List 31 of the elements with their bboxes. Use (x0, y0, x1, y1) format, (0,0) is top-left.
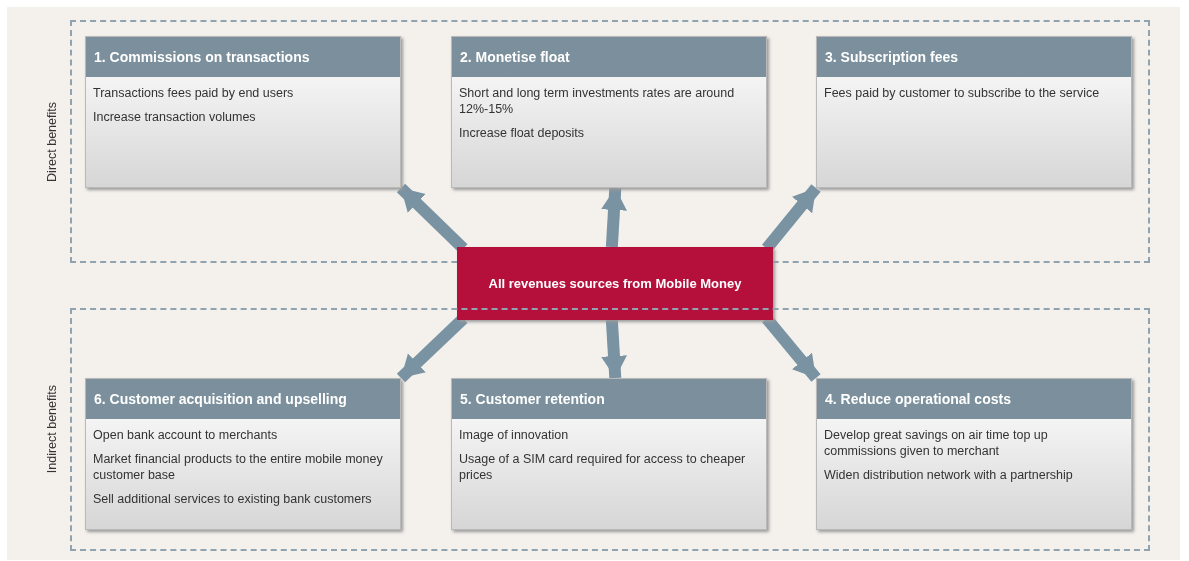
arrow (396, 314, 468, 383)
card-header: 1. Commissions on transactions (86, 37, 400, 77)
central-box: All revenues sources from Mobile Money (457, 247, 773, 320)
card-header: 5. Customer retention (452, 379, 766, 419)
benefit-card (85, 378, 401, 530)
card-text: Increase float deposits (459, 125, 586, 141)
arrow (601, 187, 627, 248)
card-text: Transactions fees paid by end users (93, 85, 295, 101)
card-text: Open bank account to merchants (93, 427, 279, 443)
card-text: Fees paid by customer to subscribe to the service (824, 85, 1101, 101)
card-text: Increase transaction volumes (93, 109, 257, 125)
benefit-card (451, 36, 767, 188)
benefit-card (85, 36, 401, 188)
benefit-card (816, 378, 1132, 530)
card-header: 4. Reduce operational costs (817, 379, 1131, 419)
card-header: 2. Monetise float (452, 37, 766, 77)
group-label: Indirect benefits (45, 385, 59, 474)
benefit-card (451, 378, 767, 530)
card-text: Develop great savings on air time top up commissions given to merchant (824, 427, 1049, 459)
card-header: 3. Subscription fees (817, 37, 1131, 77)
card-text: Image of innovation (459, 427, 570, 443)
group-label: Direct benefits (45, 101, 59, 182)
card-header: 6. Customer acquisition and upselling (86, 379, 400, 419)
arrow (396, 183, 468, 253)
card-text: Market financial products to the entire mobile money customer base (93, 451, 384, 483)
arrow (601, 319, 627, 379)
card-text: Short and long term investments rates are around 12%-15% (459, 85, 736, 117)
benefit-card (816, 36, 1132, 188)
card-text: Widen distribution network with a partnership (824, 467, 1074, 483)
card-text: Usage of a SIM card required for access to cheaper prices (459, 451, 747, 483)
card-text: Sell additional services to existing bank customers (93, 491, 373, 507)
